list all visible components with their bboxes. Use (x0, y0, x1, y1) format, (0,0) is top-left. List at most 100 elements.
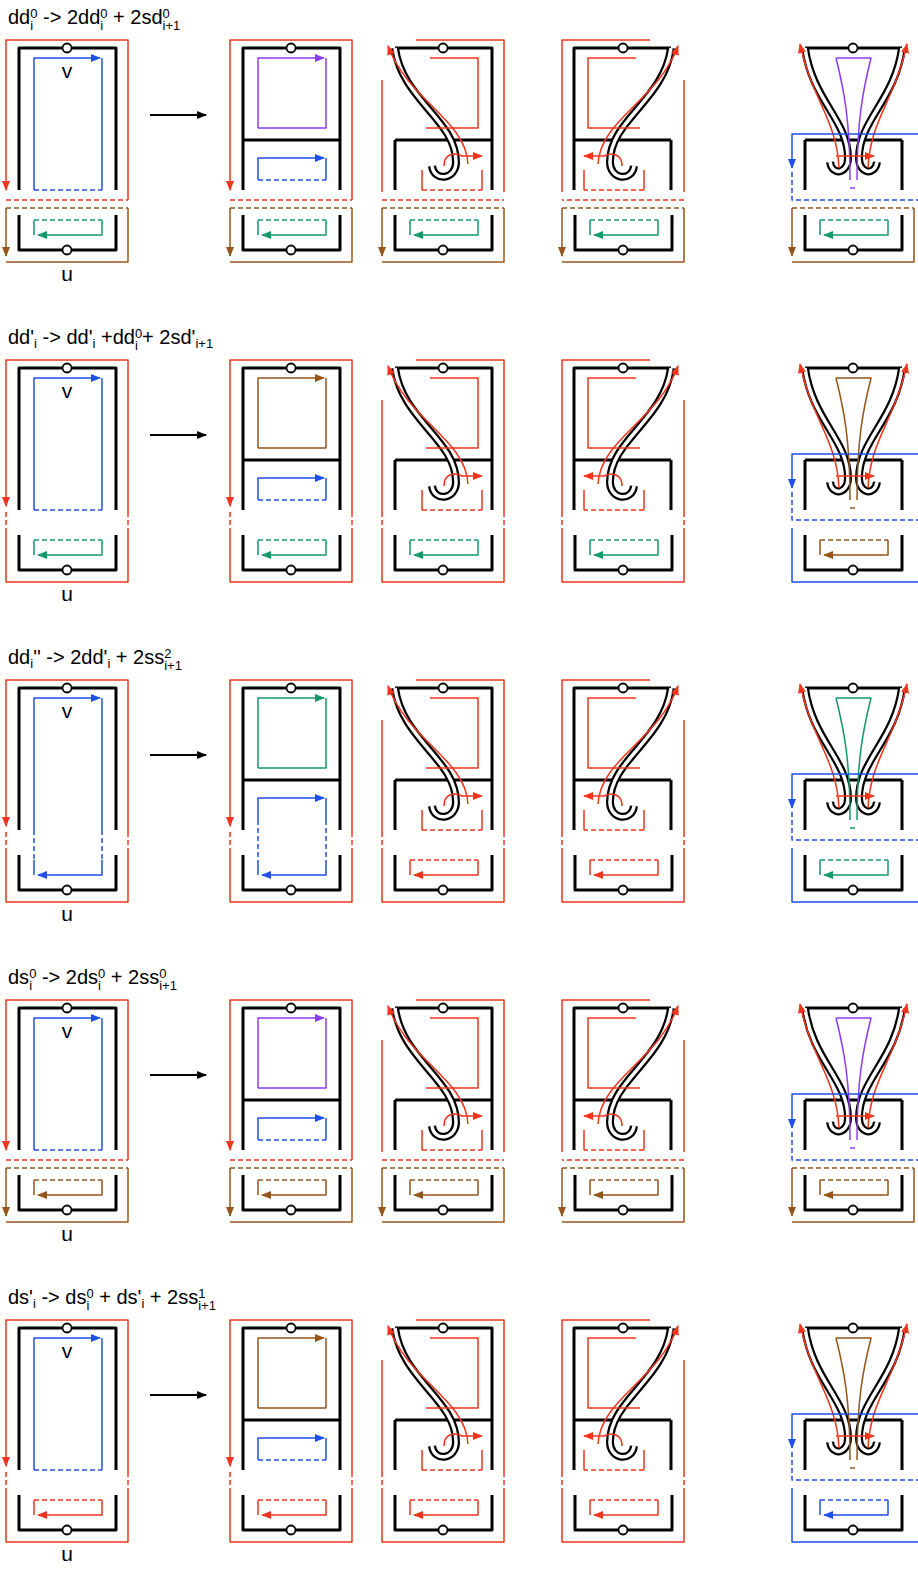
flow-line (836, 378, 871, 500)
flow-line (257, 1180, 259, 1195)
strand (19, 1328, 116, 1470)
strand (491, 140, 494, 190)
flow-line (6, 1167, 128, 1169)
strand (670, 780, 673, 830)
formula-part: dd' (8, 326, 34, 348)
flow-line (444, 154, 482, 166)
flow-line (258, 378, 324, 448)
vertex-dot (63, 1004, 72, 1013)
index-stack: 0i (98, 968, 105, 992)
strand (574, 139, 671, 142)
flow-line (38, 860, 102, 875)
flow-line (258, 1118, 324, 1140)
strand (243, 1328, 340, 1470)
flow-line (562, 848, 684, 902)
formula-part: + ds' (94, 1286, 142, 1308)
strand (243, 779, 340, 782)
formula-part: dd (8, 6, 30, 28)
flow-line (850, 187, 857, 189)
twisted-band-core (859, 368, 902, 491)
flow-line (230, 1320, 352, 1472)
strand (573, 460, 576, 510)
flow-line (820, 1179, 888, 1181)
strand (395, 1419, 492, 1422)
superscript: 2 (164, 648, 182, 660)
flow-line (792, 208, 914, 262)
flow-line (34, 830, 102, 860)
strand (19, 1008, 116, 1150)
vertex-dot (439, 364, 448, 373)
flow-line (34, 1149, 102, 1151)
vertex-dot (63, 364, 72, 373)
flow-line (562, 512, 684, 528)
flow-line (262, 860, 326, 875)
flow-line (588, 378, 640, 448)
flow-line (230, 512, 352, 528)
vertex-dot (619, 566, 628, 575)
flow-line (230, 207, 352, 209)
flow-line (589, 540, 591, 555)
strand (670, 140, 673, 190)
flow-line (584, 189, 644, 191)
twisted-band-core (859, 688, 902, 811)
flow-line (792, 1094, 918, 1128)
vertex-dot (439, 1004, 448, 1013)
flow-line (836, 1338, 871, 1460)
strand (901, 780, 904, 830)
flow-line (562, 360, 650, 512)
vertex-dot (63, 44, 72, 53)
flow-line (33, 220, 35, 235)
vertex-dot (849, 44, 858, 53)
subscript: i (141, 1296, 144, 1311)
flow-line (800, 364, 839, 488)
flow-line (258, 1499, 326, 1501)
strand (491, 780, 494, 830)
formula-part: dd (8, 646, 30, 668)
flow-line (444, 794, 482, 806)
flow-line (101, 58, 103, 190)
superscript: 0 (159, 968, 177, 980)
vertex-dot (439, 246, 448, 255)
flow-line (422, 1450, 482, 1470)
flow-line (594, 1500, 658, 1515)
transition-arrow (150, 754, 206, 756)
transformation-row (6, 680, 918, 902)
flow-line (792, 848, 918, 902)
superscript: 0 (98, 968, 105, 980)
flow-line (584, 1469, 644, 1471)
flow-line (819, 220, 821, 235)
flow-line (258, 798, 324, 820)
flow-line (422, 829, 482, 831)
subscript: i+1 (159, 980, 177, 992)
subscript: i (100, 20, 107, 32)
flow-line (258, 1438, 324, 1460)
flow-line (258, 820, 326, 860)
flow-line (792, 812, 918, 840)
twisted-band-core (859, 1328, 902, 1451)
flow-line (590, 1499, 658, 1501)
strand (574, 779, 671, 782)
flow-line (850, 1467, 857, 1469)
flow-line (824, 1180, 888, 1195)
twisted-band-core (859, 1008, 902, 1131)
flow-line (800, 44, 839, 168)
strand (243, 459, 340, 462)
flow-line (868, 44, 907, 168)
flow-line (381, 1168, 383, 1216)
flow-line (426, 378, 478, 448)
flow-line (230, 208, 352, 262)
flow-line (34, 539, 102, 541)
flow-line (800, 1324, 839, 1448)
twisted-band (859, 1328, 902, 1451)
vertex-dot (63, 1526, 72, 1535)
subscript: i (29, 980, 36, 992)
flow-line (819, 540, 821, 555)
flow-line (38, 540, 102, 555)
flow-line (836, 698, 871, 820)
flow-line (800, 1004, 839, 1128)
subscript: i (86, 1300, 93, 1312)
flow-line (792, 1452, 918, 1480)
flow-line (598, 46, 678, 164)
